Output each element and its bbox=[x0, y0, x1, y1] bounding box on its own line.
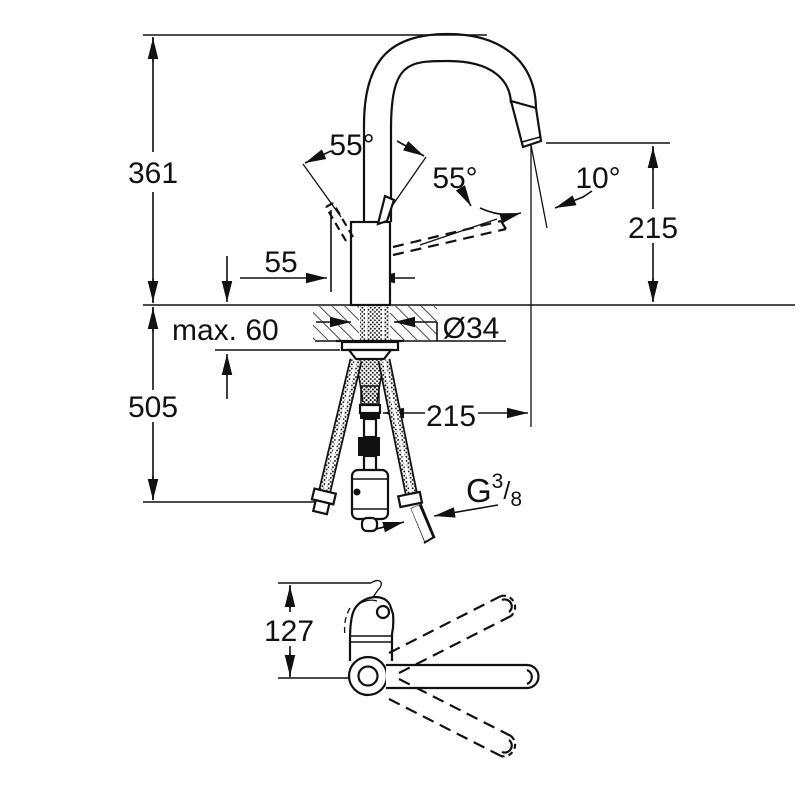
label-dia-34: Ø34 bbox=[443, 312, 500, 345]
top-view-spout-dashed-up bbox=[388, 594, 517, 674]
faucet-body bbox=[349, 32, 543, 307]
top-view-faucet bbox=[343, 594, 540, 758]
supply-hose-right bbox=[377, 358, 436, 544]
spout-tip bbox=[509, 99, 543, 149]
thread-callout: G3/8 bbox=[367, 470, 522, 533]
mounting-flange bbox=[336, 339, 404, 361]
label-55deg-left: 55° bbox=[329, 129, 374, 162]
label-215-vertical: 215 bbox=[628, 212, 678, 245]
top-view-spout-dashed-down bbox=[388, 678, 517, 758]
label-g38: G3/8 bbox=[466, 470, 522, 511]
body-rect bbox=[349, 220, 392, 307]
aerator-line bbox=[521, 136, 541, 143]
handle-solid bbox=[376, 194, 396, 226]
top-view-handle bbox=[343, 595, 395, 661]
dim-total-height: 361 bbox=[128, 37, 178, 303]
top-view-base-inner-circle bbox=[357, 665, 379, 687]
handle-dashed-left bbox=[325, 202, 354, 242]
label-361: 361 bbox=[128, 157, 178, 190]
label-55deg-right: 55° bbox=[432, 162, 477, 195]
label-max-60: max. 60 bbox=[172, 314, 279, 347]
pullout-hose-assembly bbox=[350, 385, 390, 533]
mounting-shank bbox=[360, 306, 389, 341]
label-127: 127 bbox=[264, 615, 314, 648]
dim-below-deck-length: 505 bbox=[128, 307, 178, 500]
angle-55-right: 55° bbox=[419, 162, 522, 246]
spout-outer-curve bbox=[362, 32, 538, 222]
spout-inner-curve bbox=[389, 59, 513, 222]
dim-deck-thickness: max. 60 bbox=[172, 256, 279, 399]
label-505: 505 bbox=[128, 391, 178, 424]
angle-10: 10° bbox=[554, 162, 621, 209]
label-10deg: 10° bbox=[575, 162, 620, 195]
label-55: 55 bbox=[264, 246, 297, 279]
top-view-spout-solid bbox=[386, 663, 540, 690]
dim-top-view-depth: 127 bbox=[264, 579, 388, 679]
angle-55-left: 55° bbox=[302, 129, 427, 218]
dim-spout-reach: 215 bbox=[383, 400, 528, 433]
top-view-base-circle bbox=[347, 655, 389, 697]
dim-handle-offset: 55 bbox=[240, 246, 415, 284]
dim-outlet-height: 215 bbox=[628, 146, 678, 302]
countertop bbox=[313, 306, 506, 342]
label-215-horizontal: 215 bbox=[426, 400, 476, 433]
supply-hose-left bbox=[310, 358, 363, 516]
handle-dashed-right bbox=[392, 219, 507, 257]
